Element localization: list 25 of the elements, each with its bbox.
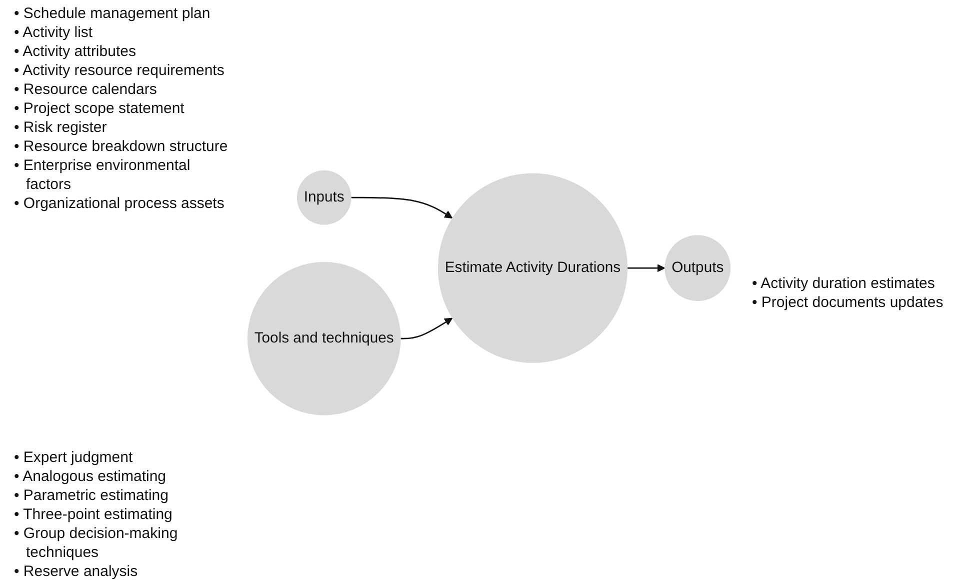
node-circle: Outputs xyxy=(664,234,731,301)
list-item: • Resource calendars xyxy=(14,80,158,99)
list-item: • Reserve analysis xyxy=(14,562,139,581)
list-item: • Organizational process assets xyxy=(14,194,226,213)
list-item: • Parametric estimating xyxy=(14,486,170,505)
list-item: • Expert judgment xyxy=(14,448,134,467)
list-item: • Activity list xyxy=(14,23,94,42)
list-item: • Schedule management plan xyxy=(14,4,212,23)
node-circle: Tools and techniques xyxy=(247,262,401,415)
arrow xyxy=(351,196,453,218)
arrow xyxy=(400,317,453,339)
node-circle: Estimate Activity Durations xyxy=(438,172,628,363)
list-item: • Group decision-making techniques xyxy=(14,524,179,562)
arrow xyxy=(628,264,666,272)
node-circle: Inputs xyxy=(296,170,352,224)
list-item: • Enterprise environmental factors xyxy=(14,156,192,194)
list-item: • Project scope statement xyxy=(14,99,186,118)
list-item: • Activity duration estimates xyxy=(752,274,936,292)
list-item: • Activity resource requirements xyxy=(14,61,226,80)
list-item: • Resource breakdown structure xyxy=(14,137,229,156)
list-item: • Analogous estimating xyxy=(14,467,168,486)
list-item: • Three-point estimating xyxy=(14,505,174,524)
list-item: • Risk register xyxy=(14,118,108,137)
list-item: • Project documents updates xyxy=(752,292,944,312)
list-item: • Activity attributes xyxy=(14,42,137,61)
